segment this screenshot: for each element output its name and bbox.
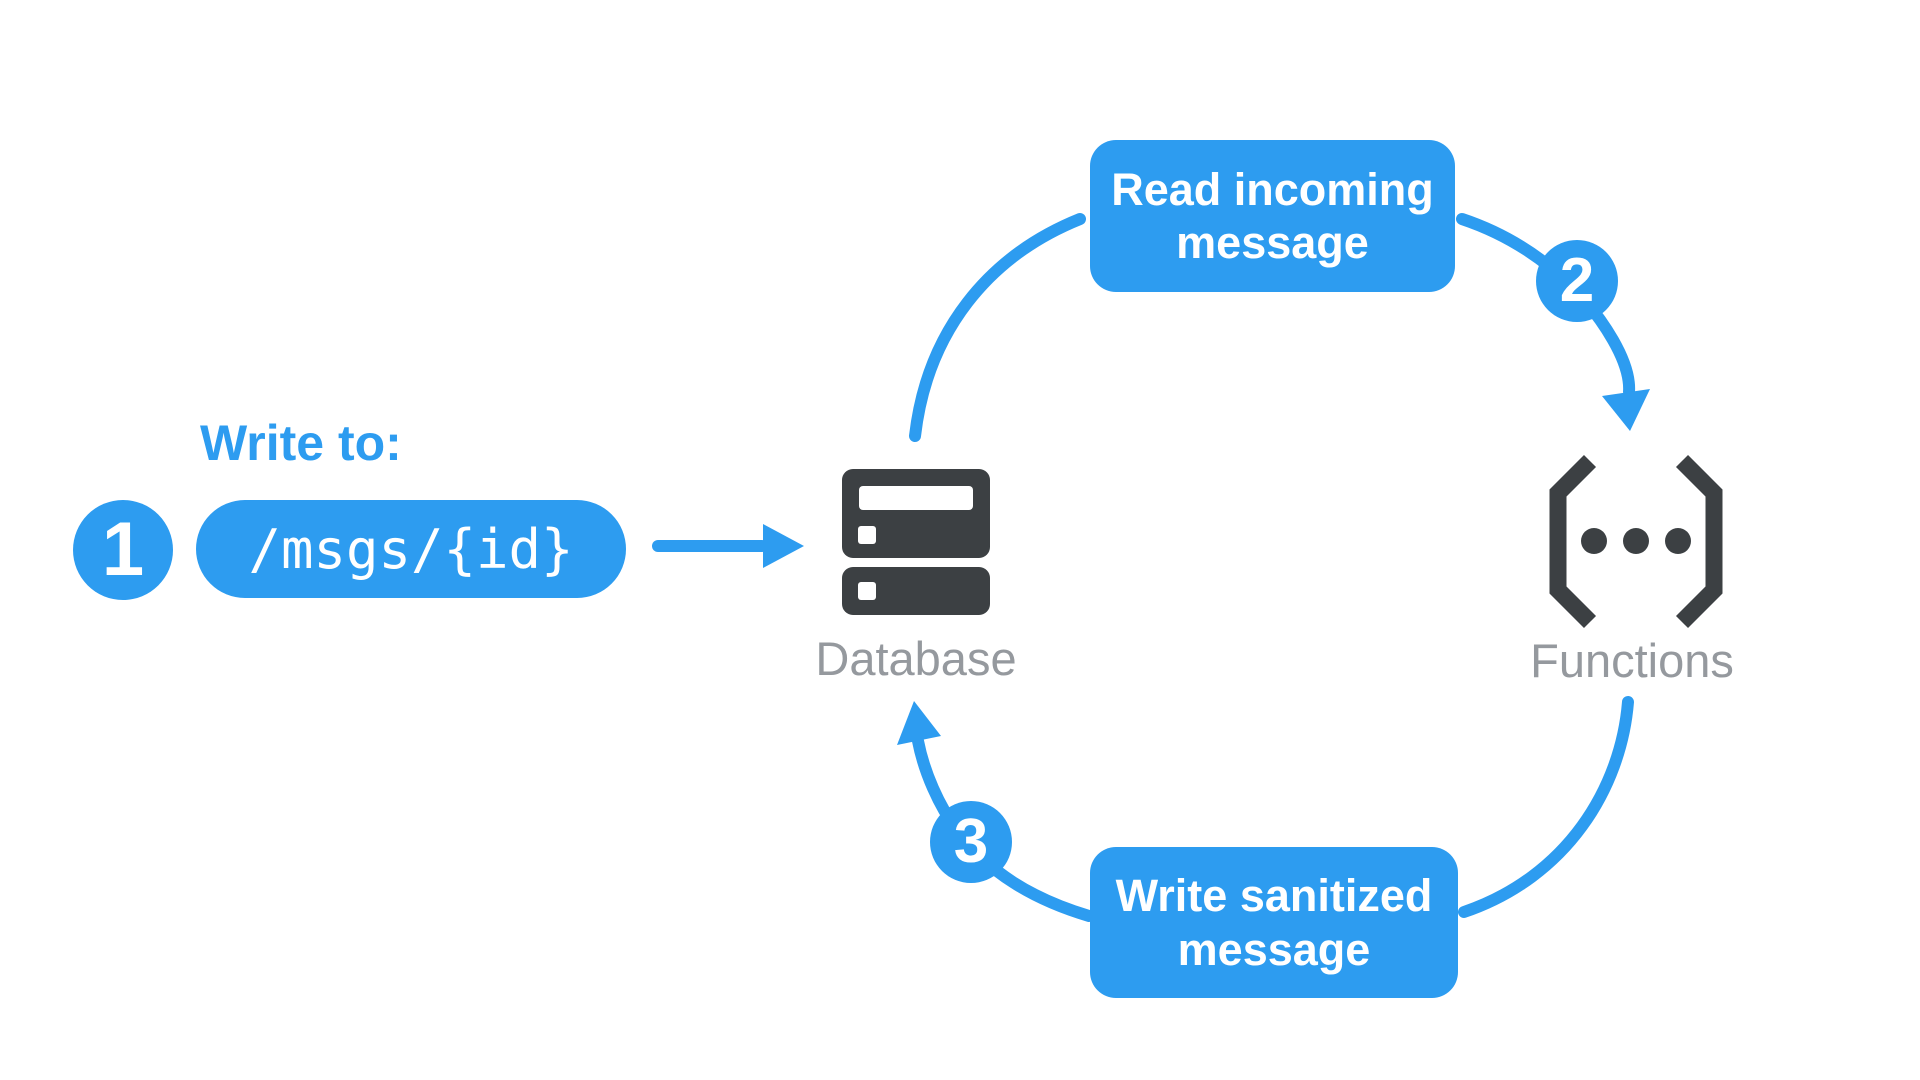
functions-label: Functions xyxy=(1530,634,1734,687)
arc-functions-to-write-box xyxy=(1458,696,1634,918)
database-path-pill: /msgs/{id} xyxy=(196,500,626,598)
step-3-badge: 3 xyxy=(930,801,1012,883)
database-path-text: /msgs/{id} xyxy=(248,517,574,581)
write-sanitized-message-box: Write sanitized message xyxy=(1090,847,1458,998)
step-1-badge: 1 xyxy=(73,500,173,600)
step-2-badge: 2 xyxy=(1536,240,1618,322)
write-to-heading: Write to: xyxy=(200,415,402,471)
cloud-functions-icon xyxy=(1549,454,1723,629)
read-incoming-message-box: Read incoming message xyxy=(1090,140,1455,292)
database-label: Database xyxy=(815,632,1017,685)
arrowhead-into-functions-icon xyxy=(1602,389,1650,431)
arc-database-to-read-box xyxy=(909,213,1086,442)
database-server-icon xyxy=(842,469,990,615)
arrow-write-to-database-head-icon xyxy=(763,524,804,568)
arrowhead-into-database-icon xyxy=(897,701,941,745)
